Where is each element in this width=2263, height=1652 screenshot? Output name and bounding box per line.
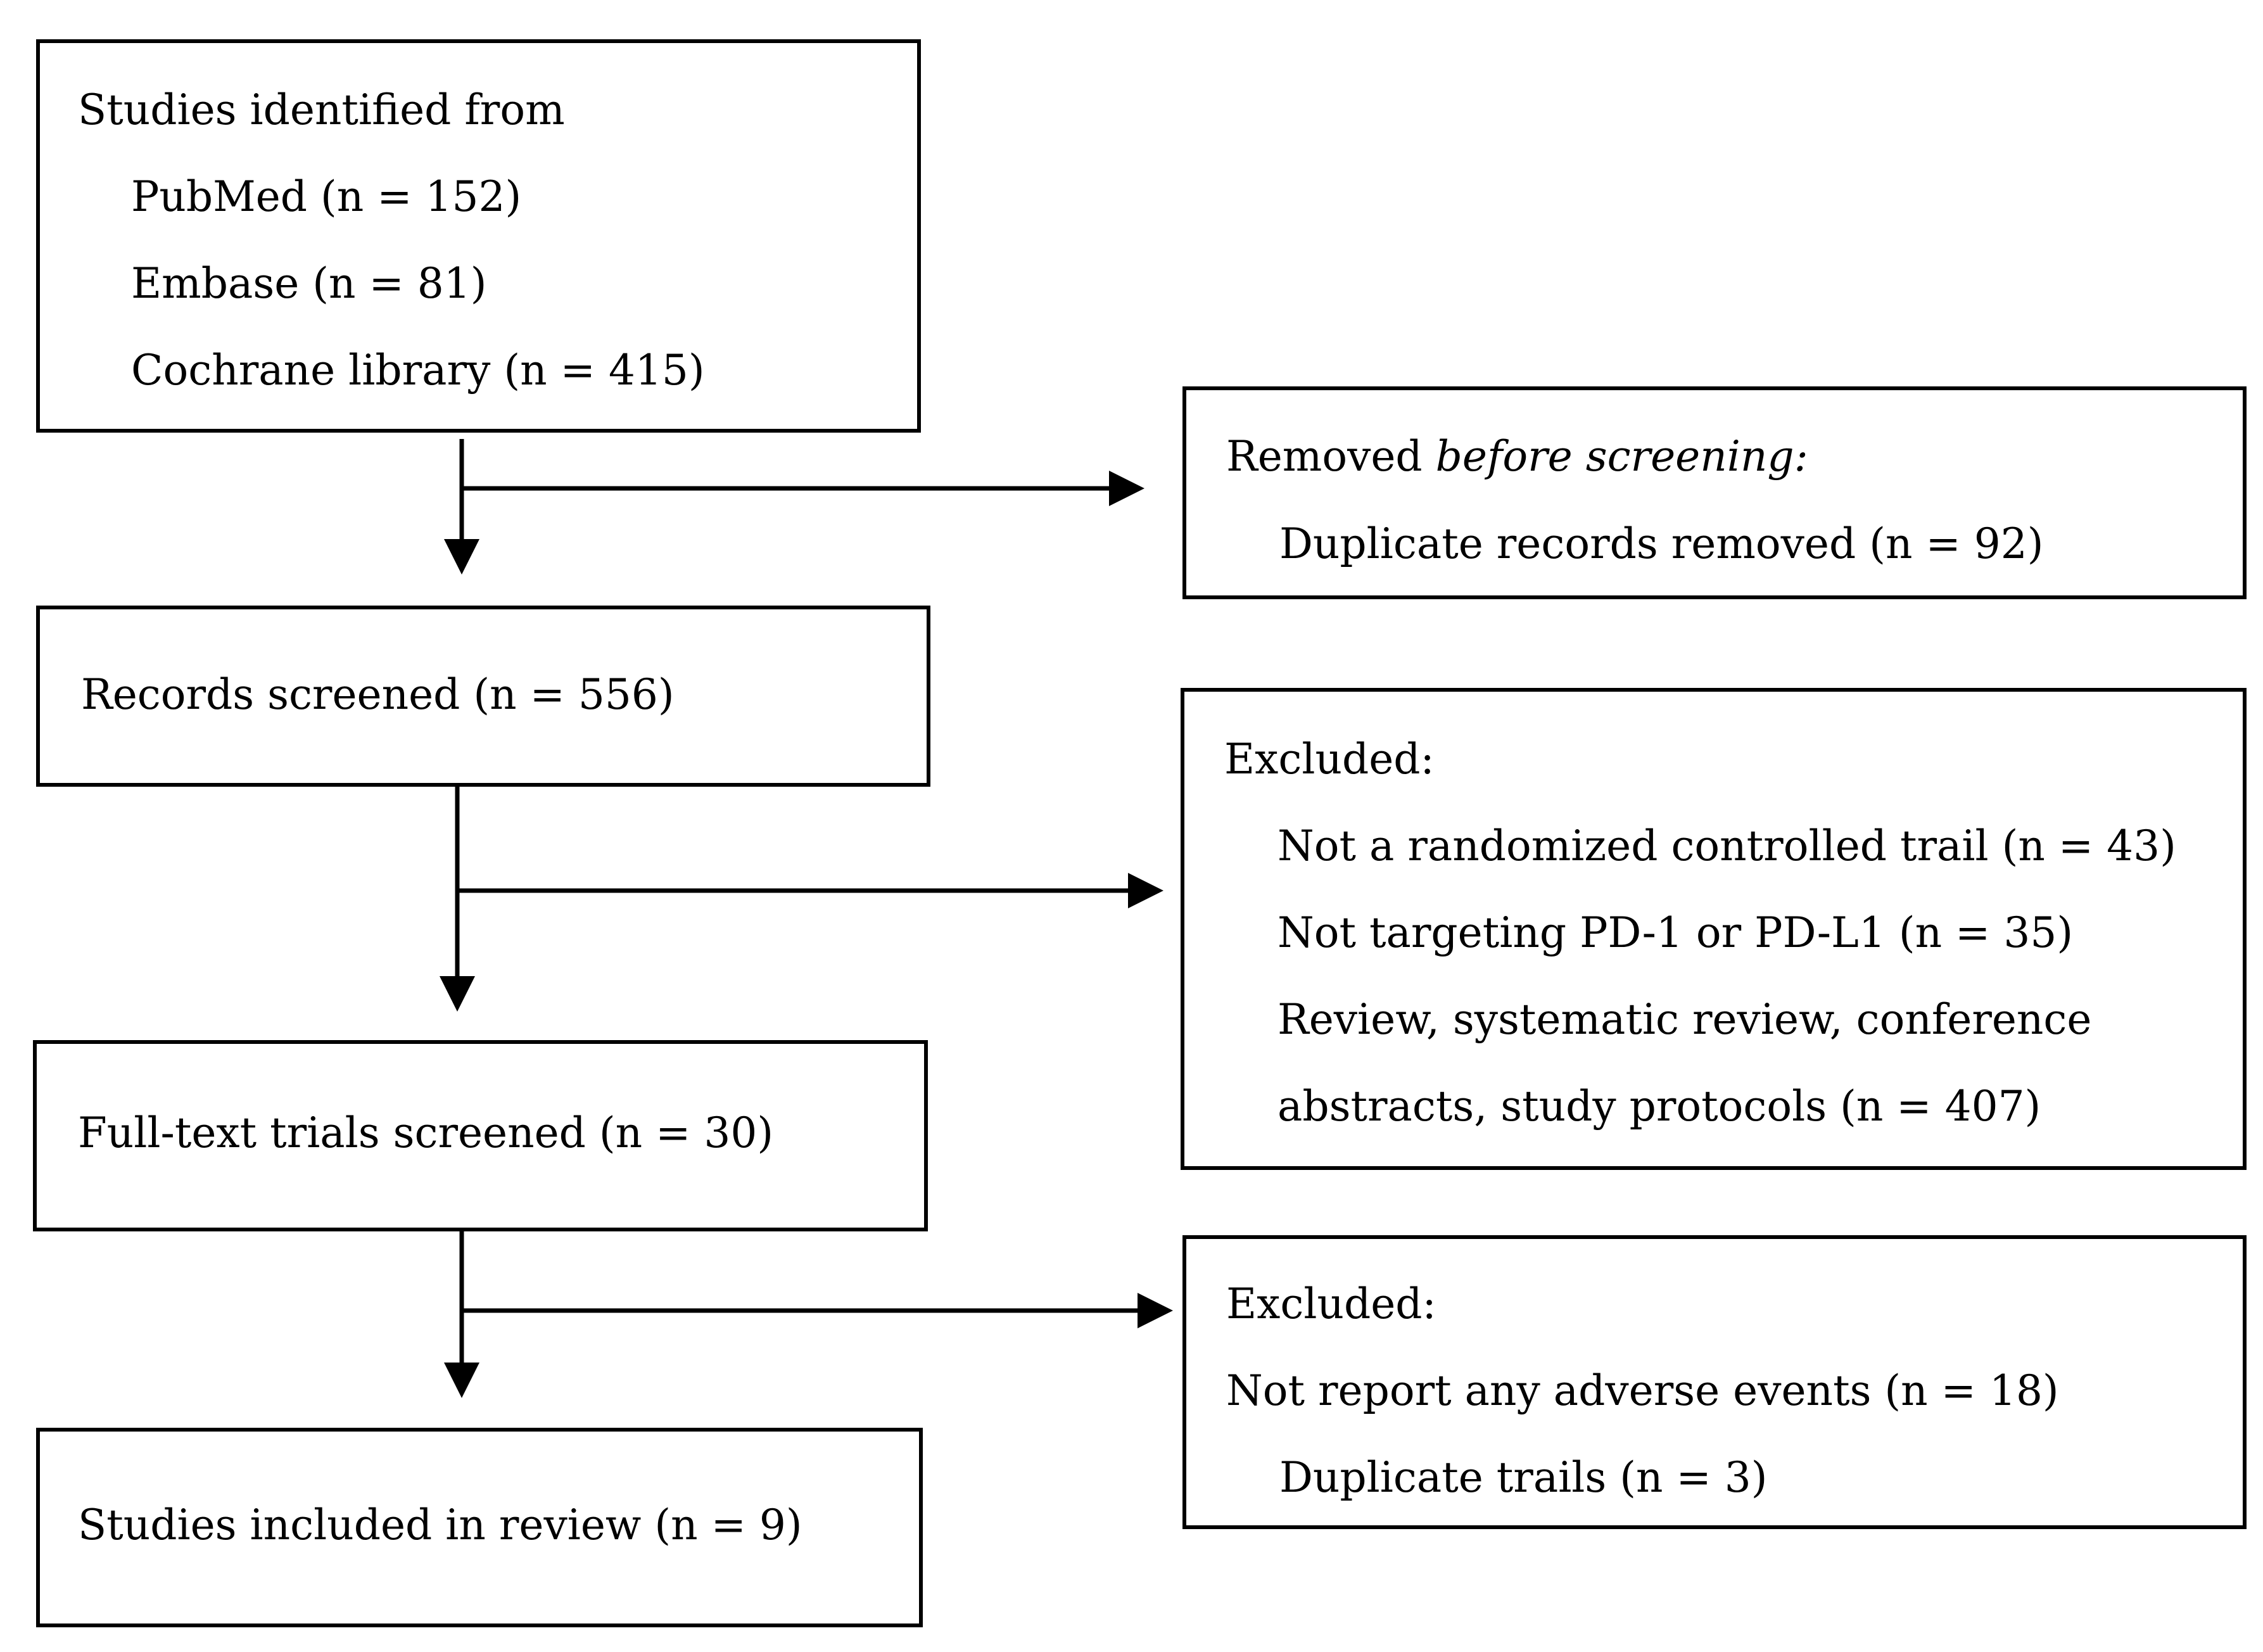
excluded-screening-item: Not a randomized controlled trail (n = 4… (1277, 822, 2176, 870)
excluded-screening-item: Review, systematic review, conference (1277, 995, 2092, 1044)
fulltext-screened-label: Full-text trials screened (n = 30) (78, 1109, 774, 1157)
studies-included-label: Studies included in review (n = 9) (78, 1501, 802, 1549)
excluded-screening-box: Excluded: Not a randomized controlled tr… (1181, 688, 2247, 1170)
removed-duplicates: Duplicate records removed (n = 92) (1279, 519, 2044, 568)
excluded-screening-item: Not targeting PD-1 or PD-L1 (n = 35) (1277, 908, 2074, 957)
source-cochrane: Cochrane library (n = 415) (131, 346, 705, 395)
excluded-fulltext-item: Duplicate trails (n = 3) (1279, 1453, 1768, 1502)
removed-heading-italic: before screening: (1435, 432, 1808, 481)
source-pubmed: PubMed (n = 152) (131, 172, 522, 221)
excluded-fulltext-heading: Excluded: (1226, 1280, 1436, 1328)
excluded-fulltext-item: Not report any adverse events (n = 18) (1226, 1366, 2059, 1415)
identification-heading: Studies identified from (78, 86, 565, 134)
removed-before-screening-box: Removed before screening: Duplicate reco… (1182, 386, 2247, 599)
records-screened-box: Records screened (n = 556) (36, 606, 930, 787)
excluded-screening-heading: Excluded: (1224, 735, 1435, 784)
fulltext-screened-box: Full-text trials screened (n = 30) (33, 1040, 928, 1231)
identification-box: Studies identified from PubMed (n = 152)… (36, 39, 921, 433)
removed-heading-normal: Removed (1226, 432, 1436, 481)
removed-heading: Removed before screening: (1226, 436, 1808, 478)
excluded-screening-item: abstracts, study protocols (n = 407) (1277, 1082, 2041, 1131)
records-screened-label: Records screened (n = 556) (81, 670, 675, 719)
source-embase: Embase (n = 81) (131, 259, 487, 308)
excluded-fulltext-box: Excluded: Not report any adverse events … (1182, 1235, 2247, 1529)
studies-included-box: Studies included in review (n = 9) (36, 1428, 923, 1627)
